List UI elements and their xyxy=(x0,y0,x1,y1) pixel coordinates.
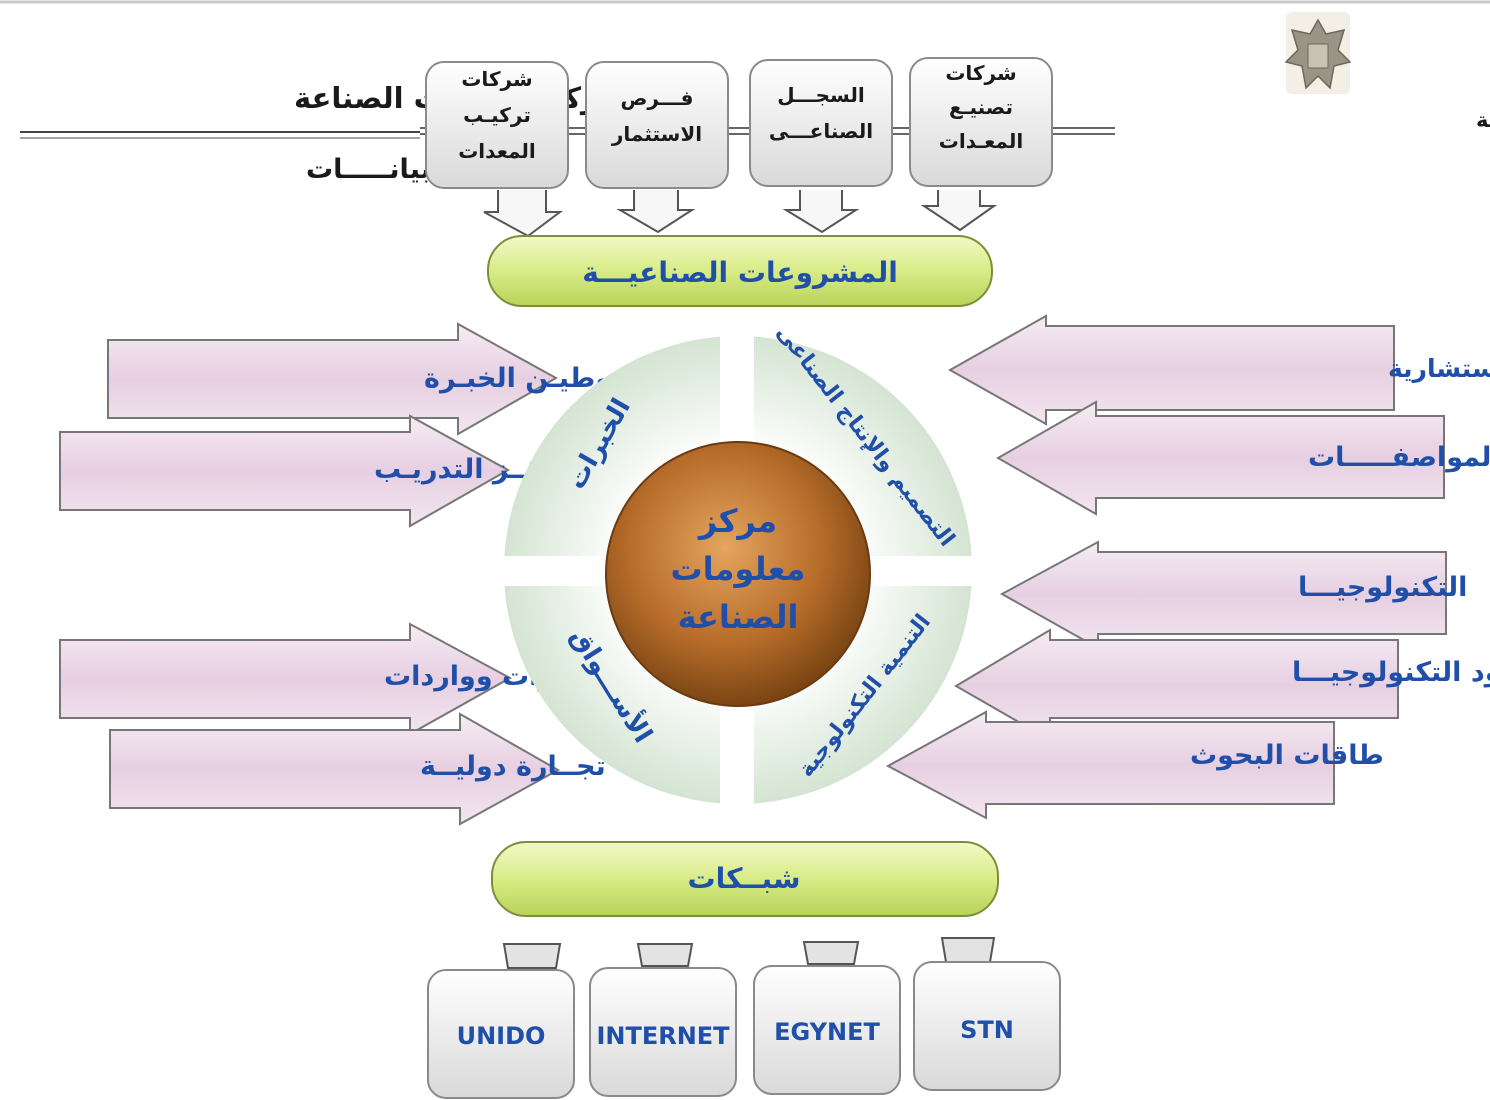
left-arrow-2[interactable]: مراكــز التدريـب xyxy=(59,414,587,528)
right-arrow-3[interactable]: التكنولوجيـــا xyxy=(999,540,1467,650)
network-box-internet[interactable]: INTERNET xyxy=(589,967,737,1097)
network-internet-label: INTERNET xyxy=(596,1022,730,1050)
right-arrow-3-label: التكنولوجيـــا xyxy=(1298,572,1467,603)
right-arrow-2[interactable]: المواصفـــــات xyxy=(995,400,1490,516)
network-box-egynet[interactable]: EGYNET xyxy=(753,965,901,1095)
industrial-projects-bar[interactable]: المشروعات الصناعيـــة xyxy=(487,235,993,307)
center-core[interactable]: مركز معلومات الصناعة xyxy=(605,441,871,707)
ministry-title: وزارة الصناعة والتنمية التكنولوجية xyxy=(1476,108,1490,132)
network-unido-label: UNIDO xyxy=(457,1022,546,1050)
network-connectors xyxy=(502,937,996,969)
network-stn-label: STN xyxy=(960,1016,1014,1044)
networks-bar[interactable]: شبــكات xyxy=(491,841,999,917)
down-arrows xyxy=(483,190,998,238)
right-arrow-1-label: الشركات الهندسية والاستشارية xyxy=(1388,354,1490,384)
right-arrow-1[interactable]: الشركات الهندسية والاستشارية xyxy=(947,314,1490,426)
network-box-unido[interactable]: UNIDO xyxy=(427,969,575,1099)
emblem-icon xyxy=(1284,12,1352,94)
right-arrow-4[interactable]: عقـــود التكنولوجيـــا xyxy=(954,628,1490,742)
center-line-2: معلومات xyxy=(671,550,806,588)
industrial-projects-label: المشروعات الصناعيـــة xyxy=(582,256,898,289)
left-arrow-1[interactable]: توطيـن الخبـرة xyxy=(107,322,622,436)
right-arrow-5-label: طاقات البحوث xyxy=(1190,740,1384,771)
center-line-3: الصناعة xyxy=(678,598,799,636)
right-arrow-2-label: المواصفـــــات xyxy=(1308,442,1490,473)
right-arrow-5[interactable]: طاقات البحوث xyxy=(885,710,1384,820)
left-arrow-4[interactable]: تجــارة دوليــة xyxy=(109,712,606,826)
networks-label: شبــكات xyxy=(687,862,800,895)
network-box-stn[interactable]: STN xyxy=(913,961,1061,1091)
network-egynet-label: EGYNET xyxy=(774,1018,880,1046)
right-arrow-4-label: عقـــود التكنولوجيـــا xyxy=(1292,657,1490,688)
left-arrow-1-label: توطيـن الخبـرة xyxy=(424,363,622,394)
center-line-1: مركز xyxy=(697,502,777,540)
left-arrow-4-label: تجــارة دوليــة xyxy=(420,751,606,782)
